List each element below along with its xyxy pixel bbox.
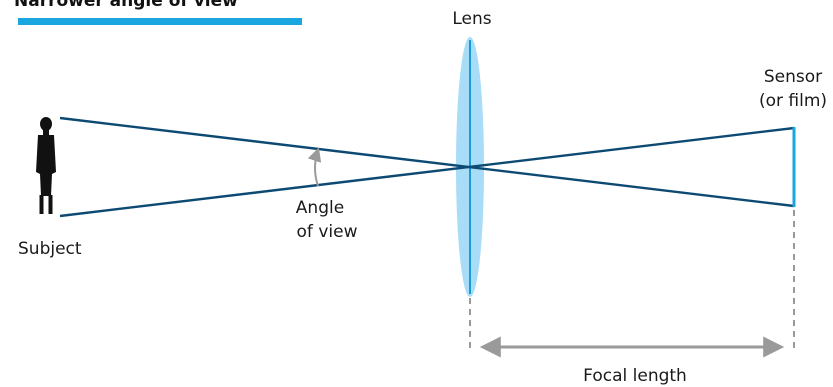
subject-silhouette-icon (36, 117, 56, 214)
ray-lower (59, 126, 795, 218)
focal-length-label: Focal length (583, 366, 687, 386)
angle-arc-arrow (307, 147, 322, 187)
angle-label-line1: Angle (296, 198, 344, 218)
lens-label: Lens (452, 9, 491, 29)
angle-label-line2: of view (297, 222, 358, 242)
ray-upper (59, 116, 795, 208)
sensor-label-line2: (or film) (759, 91, 827, 111)
diagram-title: Narrower angle of view (14, 0, 238, 11)
subject-label: Subject (18, 239, 82, 259)
sensor-label-line1: Sensor (764, 67, 822, 87)
title-underline (18, 18, 302, 25)
